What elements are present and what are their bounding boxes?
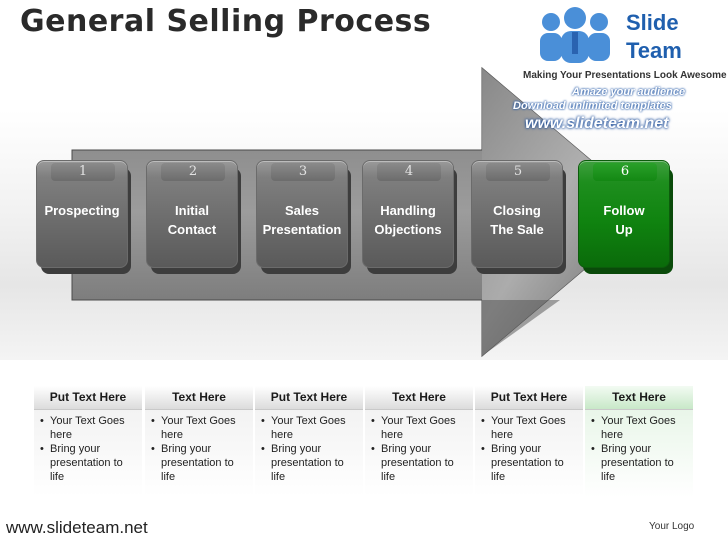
step-number: 5 [486,163,550,181]
step-card-face: 1 Prospecting [36,160,128,268]
step-label: Closing The Sale [490,203,544,237]
step-card-2: 2 Initial Contact [146,160,241,274]
step-label: Sales Presentation [262,203,342,237]
step-card-face: 3 Sales Presentation [256,160,348,268]
step-number: 6 [593,163,657,181]
info-body: Your Text Goes here Bring your presentat… [34,410,142,497]
arrow-reflection [482,300,560,356]
people-group-icon [540,7,610,63]
info-column-4: Text Here Your Text Goes here Bring your… [365,386,473,497]
info-heading: Put Text Here [34,386,142,410]
bullet-item: Bring your presentation to life [591,442,689,484]
step-label: Initial Contact [167,203,217,237]
bullet-item: Your Text Goes here [591,414,689,442]
info-column-5: Put Text Here Your Text Goes here Bring … [475,386,583,497]
bullet-item: Your Text Goes here [371,414,469,442]
step-card-face: 2 Initial Contact [146,160,238,268]
info-body: Your Text Goes here Bring your presentat… [255,410,363,497]
step-label: Handling Objections [374,203,442,237]
page-title: General Selling Process [20,4,432,39]
info-column-1: Put Text Here Your Text Goes here Bring … [34,386,142,497]
promo-line-2: Download unlimited templates [513,100,672,112]
info-column-6: Text Here Your Text Goes here Bring your… [585,386,693,497]
step-number: 4 [377,163,441,181]
info-body: Your Text Goes here Bring your presentat… [365,410,473,497]
bullet-item: Bring your presentation to life [481,442,579,484]
brand-logo-line1: Slide [626,10,679,35]
bullet-item: Your Text Goes here [151,414,249,442]
brand-logo-line2: Team [626,38,682,63]
info-heading: Text Here [585,386,693,410]
bullet-item: Bring your presentation to life [151,442,249,484]
step-number: 2 [161,163,225,181]
bullet-item: Bring your presentation to life [261,442,359,484]
info-body: Your Text Goes here Bring your presentat… [585,410,693,497]
info-heading: Put Text Here [255,386,363,410]
info-column-2: Text Here Your Text Goes here Bring your… [145,386,253,497]
info-body: Your Text Goes here Bring your presentat… [145,410,253,497]
step-card-4: 4 Handling Objections [362,160,457,274]
step-number: 3 [271,163,335,181]
step-label: Prospecting [44,203,120,218]
bullet-item: Your Text Goes here [481,414,579,442]
step-card-face: 5 Closing The Sale [471,160,563,268]
info-heading: Put Text Here [475,386,583,410]
bullet-item: Your Text Goes here [261,414,359,442]
bullet-item: Bring your presentation to life [40,442,138,484]
step-card-face: 4 Handling Objections [362,160,454,268]
bullet-item: Bring your presentation to life [371,442,469,484]
step-card-face: 6 Follow Up [578,160,670,268]
info-heading: Text Here [145,386,253,410]
promo-url: www.slideteam.net [525,115,669,132]
info-body: Your Text Goes here Bring your presentat… [475,410,583,497]
promo-line-1: Amaze your audience [572,86,686,98]
arrow-head-highlight [482,68,652,356]
step-card-1: 1 Prospecting [36,160,131,274]
info-column-3: Put Text Here Your Text Goes here Bring … [255,386,363,497]
footer-url: www.slideteam.net [6,518,148,537]
step-card-6: 6 Follow Up [578,160,673,274]
footer-logo: Your Logo [649,521,695,532]
bullet-item: Your Text Goes here [40,414,138,442]
info-heading: Text Here [365,386,473,410]
step-card-5: 5 Closing The Sale [471,160,566,274]
step-number: 1 [51,163,115,181]
step-label: Follow Up [603,203,645,237]
step-card-3: 3 Sales Presentation [256,160,351,274]
brand-tagline: Making Your Presentations Look Awesome [523,70,727,81]
